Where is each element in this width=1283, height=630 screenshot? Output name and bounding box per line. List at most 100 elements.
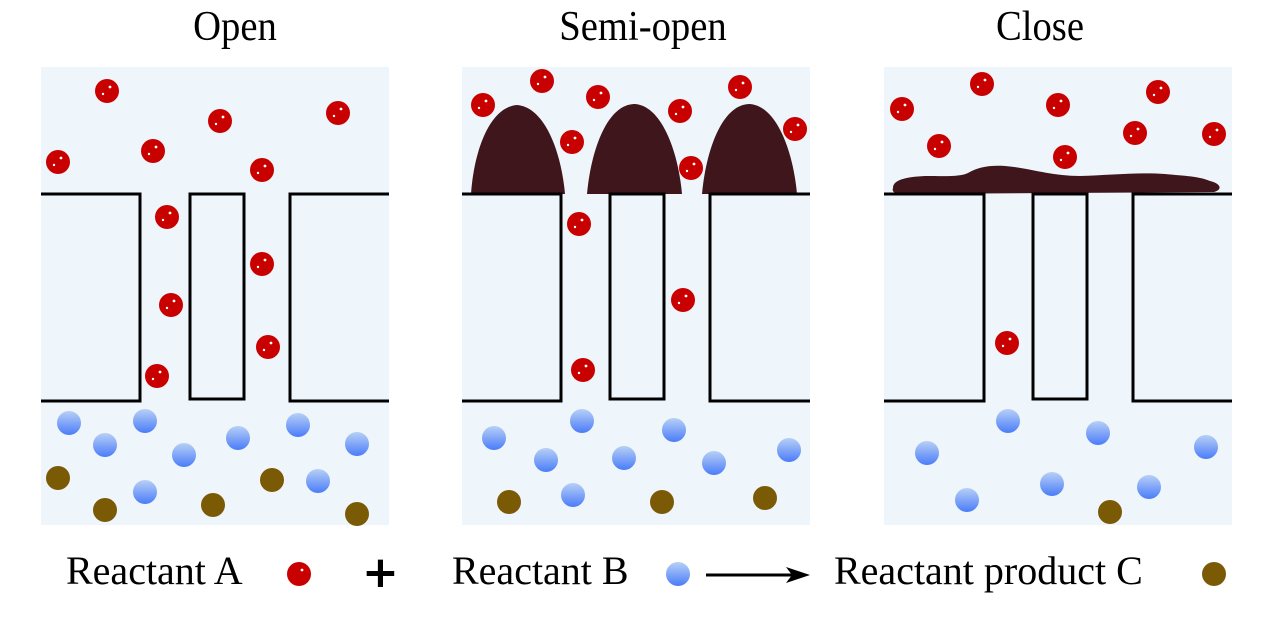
reactant-a-particle xyxy=(250,252,274,276)
reactant-a-particle xyxy=(1146,80,1170,104)
reactant-a-particle xyxy=(668,99,692,123)
particles xyxy=(46,69,1226,526)
particle-highlight xyxy=(214,122,218,126)
particle-highlight xyxy=(983,78,987,82)
reactant-a-particle xyxy=(141,139,165,163)
reactant-b-particle xyxy=(133,409,157,433)
deposit-layer xyxy=(892,165,1220,194)
reactant-a-particle xyxy=(1046,93,1070,117)
reactant-a-particle xyxy=(471,93,495,117)
reactant-a-particle xyxy=(783,117,807,141)
particle-highlight xyxy=(685,169,689,173)
particle-highlight xyxy=(933,147,937,151)
particle-highlight xyxy=(1215,128,1219,132)
particle-highlight xyxy=(172,299,176,303)
particle-highlight xyxy=(789,130,793,134)
particle-highlight xyxy=(796,123,800,127)
particle-highlight xyxy=(677,301,681,305)
pore-walls-open xyxy=(41,192,389,403)
particle-highlight xyxy=(269,341,273,345)
reactant-b-particle xyxy=(133,480,157,504)
panel-title-open: Open xyxy=(193,4,277,50)
product-c-particle xyxy=(753,486,777,510)
panel-title-close: Close xyxy=(995,4,1085,50)
reactant-a-particle xyxy=(250,158,274,182)
particle-highlight xyxy=(256,265,260,269)
reactant-a-particle xyxy=(208,109,232,133)
reactant-a-particle xyxy=(571,358,595,382)
reactant-a-particle xyxy=(927,134,951,158)
deposit-caps xyxy=(471,104,797,194)
reactant-b-particle xyxy=(482,426,506,450)
plus-sign: + xyxy=(362,547,399,598)
panel-title-semi-open: Semi-open xyxy=(559,4,727,50)
reactant-b-particle xyxy=(915,441,939,465)
particle-highlight xyxy=(734,88,738,92)
pore-walls-close xyxy=(884,192,1232,403)
particle-highlight xyxy=(573,136,577,140)
reactant-a-particle xyxy=(256,335,280,359)
particle-highlight xyxy=(1059,158,1063,162)
reactant-a-particle xyxy=(1202,122,1226,146)
reactant-b-particle xyxy=(702,451,726,475)
particle-highlight xyxy=(151,377,155,381)
particle-highlight xyxy=(599,91,603,95)
reactant-b-particle xyxy=(662,418,686,442)
reactant-a-particle xyxy=(970,72,994,96)
reactant-a-particle xyxy=(671,288,695,312)
reactant-a-particle xyxy=(46,150,70,174)
reactant-b-particle xyxy=(612,446,636,470)
particle-highlight xyxy=(158,370,162,374)
product-c-particle xyxy=(345,502,369,526)
reactant-a-particle xyxy=(326,101,350,125)
particle-highlight xyxy=(573,225,577,229)
reactant-a-particle xyxy=(567,212,591,236)
product-c-particle xyxy=(497,490,521,514)
reactant-a-particle xyxy=(586,85,610,109)
particle-highlight xyxy=(580,218,584,222)
particle-highlight xyxy=(684,294,688,298)
particle-highlight xyxy=(256,171,260,175)
reactant-b-particle xyxy=(534,448,558,472)
reaction-arrow-icon xyxy=(706,567,810,583)
particle-highlight xyxy=(1129,134,1133,138)
reactant-a-particle xyxy=(1123,121,1147,145)
particle-highlight xyxy=(1052,106,1056,110)
particle-highlight xyxy=(161,218,165,222)
product-c-particle xyxy=(260,468,284,492)
particle-highlight xyxy=(339,107,343,111)
particle-highlight xyxy=(692,162,696,166)
reactant-b-particle xyxy=(1086,421,1110,445)
particle-highlight xyxy=(101,92,105,96)
reactant-b-particle xyxy=(1137,475,1161,499)
reactant-b-particle xyxy=(1040,472,1064,496)
reactant-b-particle xyxy=(345,432,369,456)
legend-reactant-b-label: Reactant B xyxy=(452,548,629,593)
reactant-b-particle xyxy=(561,483,585,507)
reactant-b-particle xyxy=(1194,435,1218,459)
particle-highlight xyxy=(976,85,980,89)
legend-reactant-a-label: Reactant A xyxy=(66,548,243,593)
particle-highlight xyxy=(108,85,112,89)
particle-highlight xyxy=(168,211,172,215)
reactant-b-particle xyxy=(226,426,250,450)
particle-highlight xyxy=(681,105,685,109)
particle-highlight xyxy=(940,140,944,144)
reactant-a-particle xyxy=(155,205,179,229)
particle-highlight xyxy=(577,371,581,375)
reactant-b-particle xyxy=(996,409,1020,433)
reactant-a-particle xyxy=(145,364,169,388)
particle-highlight xyxy=(903,103,907,107)
reactant-a-particle xyxy=(560,130,584,154)
reactant-a-particle xyxy=(159,293,183,317)
reactant-a-particle xyxy=(95,79,119,103)
particle-highlight xyxy=(165,306,169,310)
deposit-cap xyxy=(702,104,797,194)
particle-highlight xyxy=(566,143,570,147)
particle-highlight xyxy=(1159,86,1163,90)
particle-highlight xyxy=(154,145,158,149)
particle-highlight xyxy=(147,152,151,156)
particle-highlight xyxy=(263,258,267,262)
particle-highlight xyxy=(1008,337,1012,341)
